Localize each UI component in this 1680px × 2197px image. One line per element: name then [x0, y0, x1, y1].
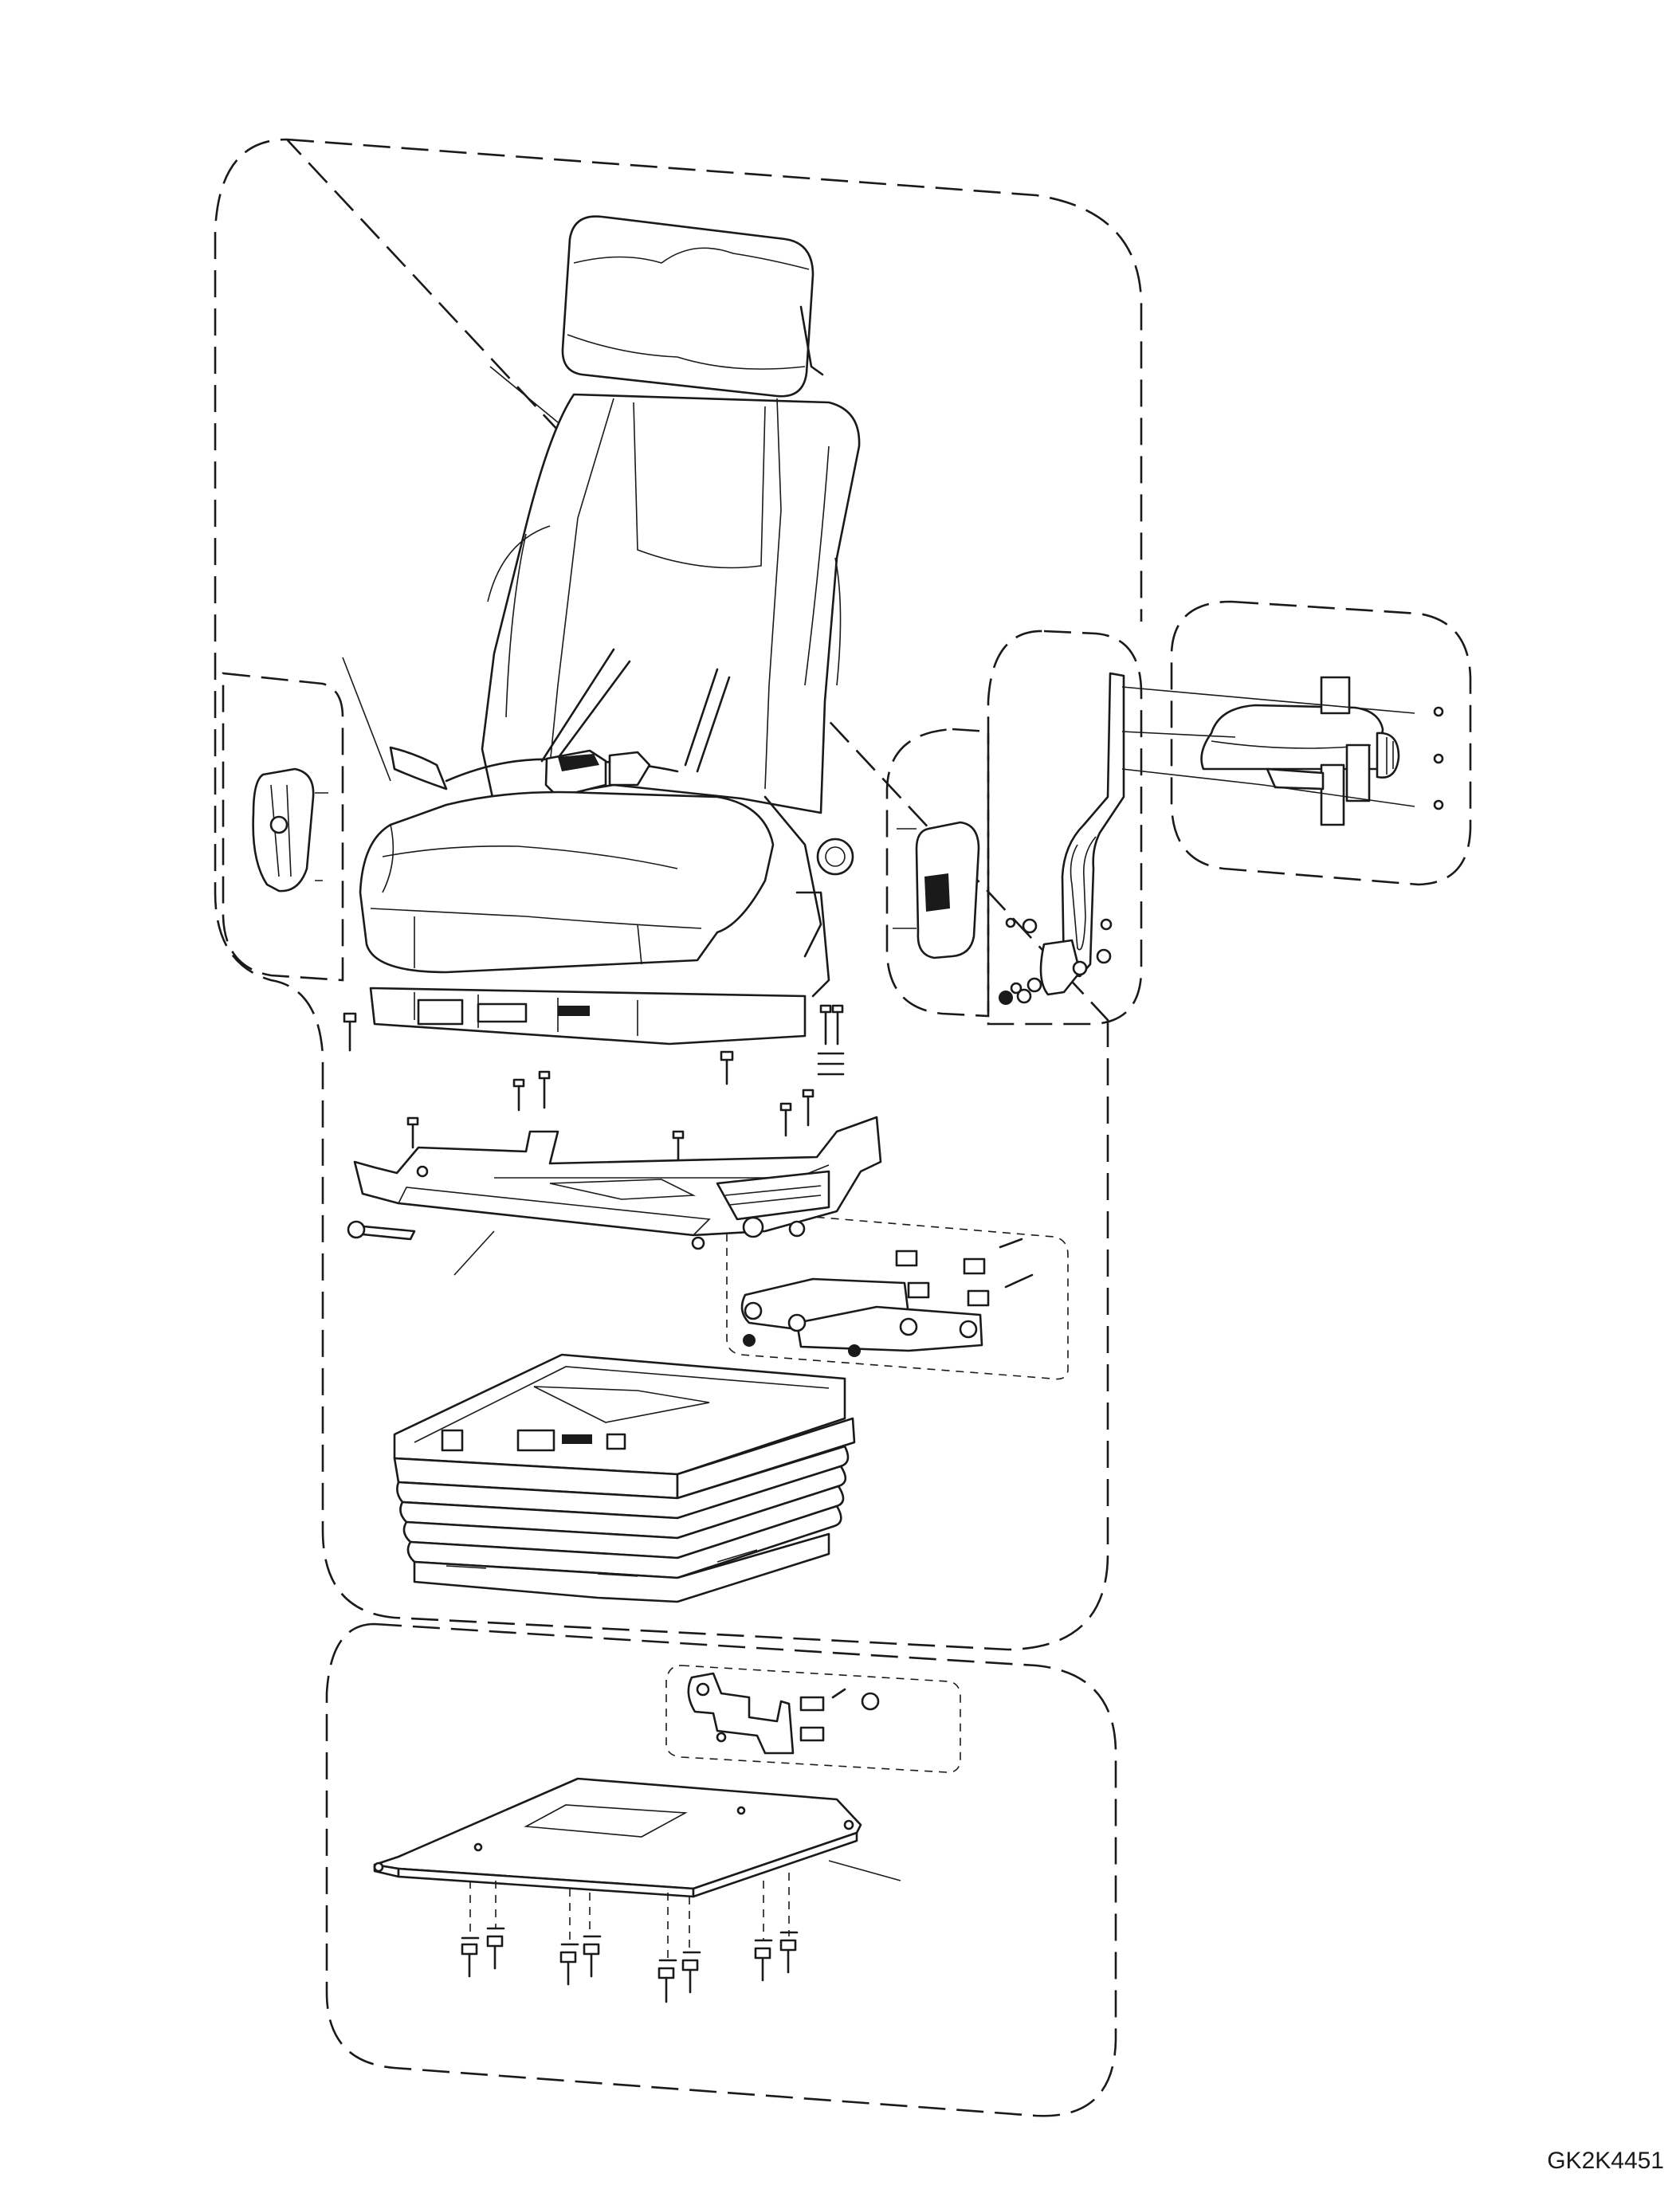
base-bolt-1 [461, 1943, 478, 1978]
suspension-base [413, 1532, 830, 1603]
left-armrest-group-outline [222, 672, 344, 982]
base-bolt-3 [559, 1951, 577, 1986]
joystick-icon [1121, 676, 1444, 826]
suspension-bellows-4 [406, 1505, 842, 1579]
base-group-outline [325, 1622, 1117, 2117]
leader-line-seat [489, 366, 559, 423]
drawing-code-label: GK2K4451 [1547, 2148, 1664, 2174]
leader-line-base [828, 1860, 901, 1881]
adapter-plate-lower [795, 1305, 983, 1352]
bracket-icon [740, 1238, 1034, 1357]
base-bolt-8 [779, 1939, 797, 1974]
adapter-bolts [999, 1238, 1034, 1289]
bolt-rail-5 [406, 1116, 419, 1149]
bracket-plate-group-outline [665, 1665, 961, 1773]
armrest-icon [893, 821, 980, 959]
seat-belt [389, 746, 448, 791]
control-console-housing [1200, 704, 1384, 771]
seat-cushion [359, 791, 775, 974]
base-bolt-2 [486, 1935, 504, 1970]
console-knob [1376, 732, 1400, 779]
base-bolt-6 [681, 1959, 699, 1994]
bolt-rail-4 [538, 1070, 551, 1109]
base-plate-icon [373, 1777, 901, 1898]
bolt-rail-3 [512, 1078, 525, 1112]
bolt-rail-1 [343, 1012, 357, 1052]
seat-icon [342, 215, 861, 1046]
bracket-icon [687, 1672, 880, 1755]
washers-rail [817, 1052, 845, 1076]
console-bracket-group-outline [987, 630, 1143, 1026]
control-console-group-outline [1170, 600, 1472, 886]
bolt-rail-8 [672, 1130, 685, 1161]
leader-line-belt [342, 657, 391, 782]
bracket-icon [999, 672, 1125, 1005]
bolt-icon [461, 1873, 799, 2003]
bolt-rail-2 [720, 1050, 734, 1085]
bolt-icon [343, 1004, 845, 1161]
leader-line-rail [453, 1230, 495, 1276]
armrest-icon [252, 767, 328, 893]
backrest [481, 393, 861, 814]
base-bolt-5 [657, 1967, 675, 2003]
bolt-rail-10 [831, 1004, 844, 1046]
base-bolt-4 [583, 1943, 600, 1978]
base-bolt-7 [754, 1947, 771, 1982]
lower-bracket-plate [687, 1672, 795, 1755]
recline-knob [816, 838, 854, 876]
base-washers [461, 1927, 799, 1962]
rail-icon [347, 1116, 882, 1276]
main-seat-group-outline [214, 138, 1143, 1651]
console-bracket-arm [1061, 672, 1125, 978]
bolt-rail-9 [819, 1004, 832, 1046]
clip-nuts [895, 1250, 990, 1307]
bolt-rail-7 [802, 1089, 814, 1127]
bolt-rail-6 [779, 1102, 792, 1137]
suspension-icon [393, 1353, 856, 1603]
